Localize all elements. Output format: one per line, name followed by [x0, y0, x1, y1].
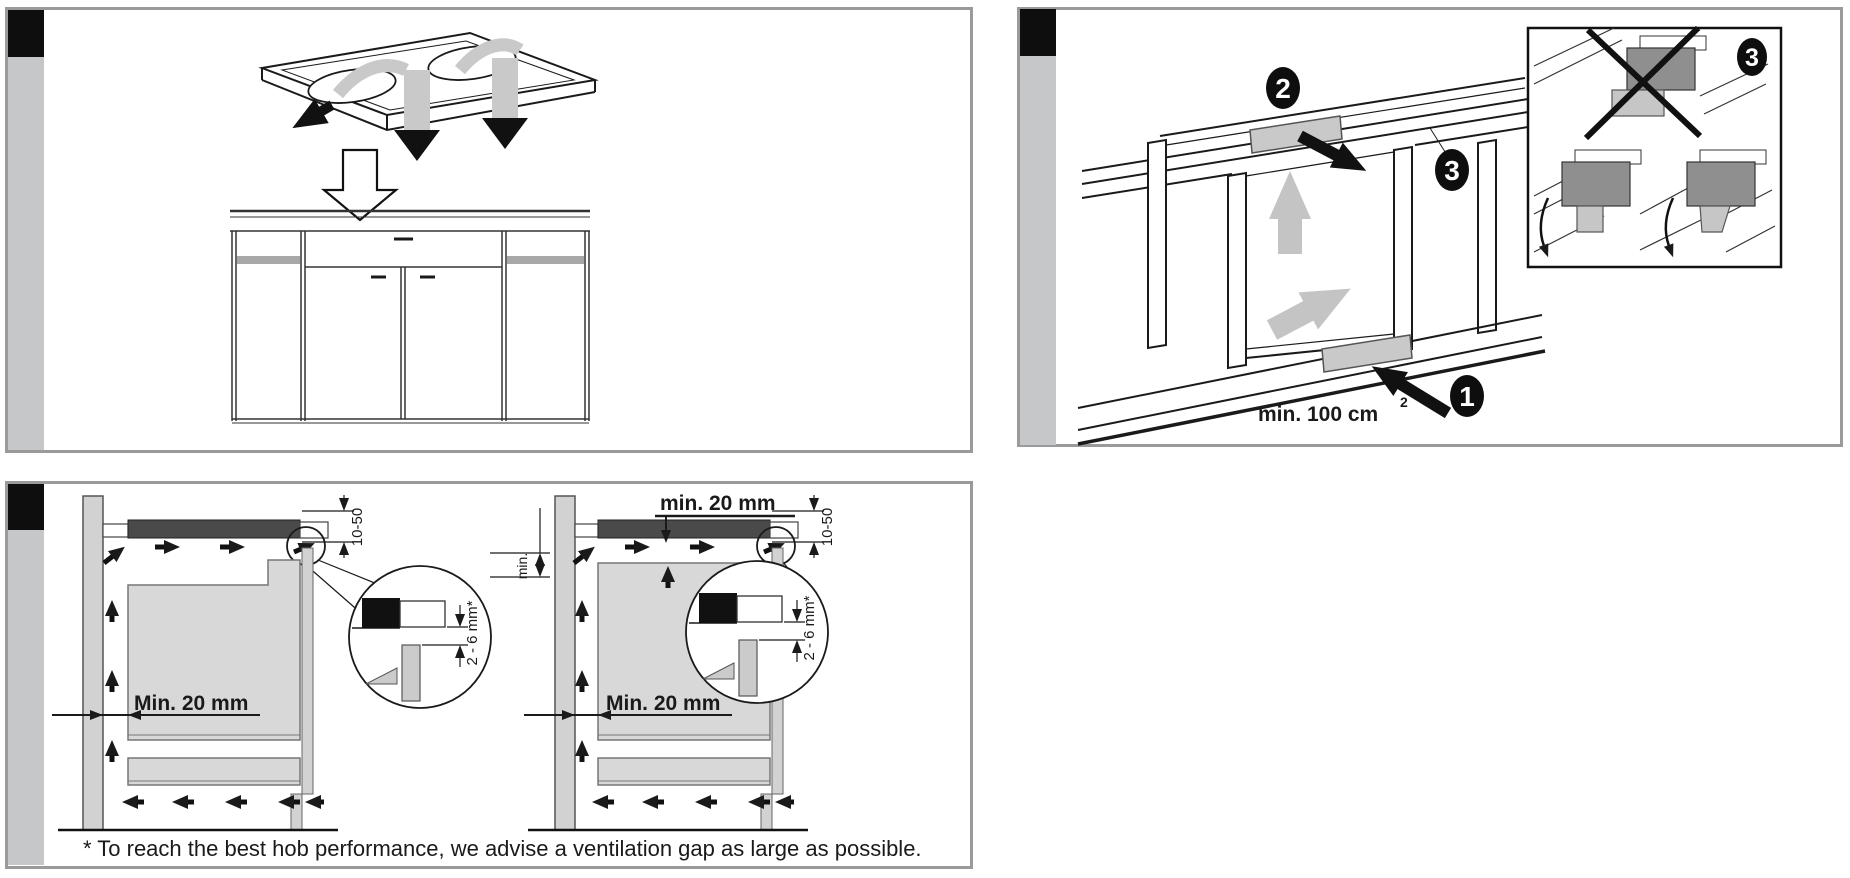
step-badge-2: 2 — [1266, 67, 1300, 109]
worktop-wedge — [702, 662, 735, 680]
curved-arrow-icon — [1538, 197, 1550, 258]
inset-step-badge-3-label: 3 — [1745, 44, 1759, 72]
down-arrow-icon — [394, 130, 440, 161]
min-vertical-label: min. — [514, 553, 530, 579]
airflow-arrows — [102, 540, 324, 809]
arrow-into-bottom-slot-icon — [1371, 366, 1452, 419]
airflow-arrows — [572, 540, 794, 809]
bottom-vent-slot — [1321, 334, 1413, 373]
vent-area-label: min. 100 cm 2 — [1258, 394, 1408, 426]
air-drop-band — [492, 58, 518, 118]
edge-detail-circle: 2 - 6 mm* — [685, 560, 829, 704]
step-badge-3-label: 3 — [1444, 155, 1460, 186]
cross-out-icon — [1583, 25, 1701, 141]
base-cabinet-front — [230, 209, 590, 424]
side-exit-arrow-icon — [292, 98, 335, 129]
step-badge-1-label: 1 — [1459, 381, 1475, 412]
hob-thickness-dimension — [302, 495, 354, 558]
step-badge-1: 1 — [1450, 375, 1484, 417]
callout-line — [305, 564, 363, 615]
left-section-diagram: 10-50 Min. 20 mm — [52, 495, 492, 832]
hob-thickness-label: 10-50 — [349, 508, 366, 546]
panel-ventilation-openings: 2 3 1 min. 100 cm 2 — [1017, 7, 1843, 447]
airflow-arrow-icon — [763, 542, 785, 556]
inset-step-badge-3: 3 — [1737, 38, 1767, 76]
cabinet-isometric — [1077, 77, 1546, 446]
section-tab — [8, 10, 44, 57]
hob-airflow-arrows — [292, 38, 528, 161]
hob-thickness-dimension — [772, 495, 824, 558]
top-vent-slot — [1249, 115, 1343, 154]
step-badge-2-label: 2 — [1275, 73, 1291, 104]
wall-post — [82, 495, 104, 831]
section-tab — [1020, 9, 1056, 56]
right-section-diagram: min. 20 mm 10-50 min. — [490, 492, 836, 832]
panel-installation-overview — [5, 7, 973, 453]
arrow-into-top-slot-icon — [1297, 130, 1367, 171]
cabinet-panel — [738, 639, 758, 697]
panel-clearance-sections: 10-50 Min. 20 mm — [5, 481, 973, 869]
hob-thickness-label: 10-50 — [819, 508, 836, 546]
side-gap-label: Min. 20 mm — [606, 692, 720, 715]
correct-mounting-left — [1538, 149, 1642, 258]
detail-inset: 3 — [1526, 25, 1783, 269]
sidebar-strip — [1020, 56, 1056, 445]
wall-post — [554, 495, 576, 831]
curved-arrow-icon — [1663, 197, 1675, 258]
hob-edge-section — [362, 598, 400, 628]
hob-section — [597, 519, 771, 539]
insert-direction-arrow-icon — [320, 148, 400, 222]
airflow-inlet-arrow-icon — [1266, 288, 1351, 340]
wrong-mounting-example — [1583, 25, 1707, 141]
air-drop-band — [404, 70, 430, 130]
sidebar-strip — [8, 530, 44, 865]
edge-gap-dimension — [759, 600, 805, 662]
hob-frame — [299, 521, 329, 539]
min-vertical-dimension — [490, 508, 550, 578]
down-arrow-icon — [482, 118, 528, 149]
side-gap-label: Min. 20 mm — [134, 692, 248, 715]
edge-gap-label: 2 - 6 mm* — [801, 595, 818, 660]
edge-gap-label: 2 - 6 mm* — [464, 600, 481, 665]
performance-footnote: * To reach the best hob performance, we … — [83, 836, 922, 861]
oven-box — [127, 559, 301, 741]
worktop-wedge — [365, 667, 398, 685]
correct-mounting-right — [1663, 149, 1767, 258]
hob-support — [736, 595, 783, 623]
edge-detail-circle: 2 - 6 mm* — [348, 565, 492, 709]
sidebar-strip — [8, 57, 44, 450]
vent-area-text: min. 100 cm — [1258, 403, 1378, 426]
plinth-post — [760, 793, 773, 831]
hob-section — [127, 519, 301, 539]
top-gap-title: min. 20 mm — [660, 492, 776, 515]
hob-frame — [769, 521, 799, 539]
hob-edge-section — [699, 593, 737, 623]
vent-area-superscript: 2 — [1400, 394, 1408, 410]
badge-leader-line — [1429, 127, 1448, 156]
edge-gap-dimension — [422, 605, 468, 667]
side-panel-post — [301, 547, 314, 795]
hob-support — [399, 600, 446, 628]
step-badge-3: 3 — [1435, 149, 1469, 191]
plinth-post — [290, 793, 303, 831]
section-tab — [8, 484, 44, 530]
airflow-arrow-icon — [293, 542, 315, 556]
cabinet-panel — [401, 644, 421, 702]
